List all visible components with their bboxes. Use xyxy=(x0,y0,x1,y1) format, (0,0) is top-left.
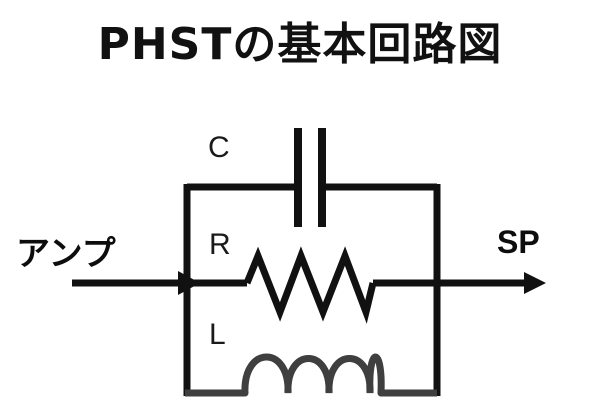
capacitor-icon xyxy=(294,128,326,227)
capacitor-branch xyxy=(187,128,437,227)
output-label: SP xyxy=(497,224,540,260)
inductor-branch xyxy=(187,353,437,397)
input-label: アンプ xyxy=(16,234,116,274)
page-title: PHSTの基本回路図 xyxy=(97,19,503,70)
capacitor-label: C xyxy=(208,131,230,164)
resistor-branch xyxy=(187,246,437,324)
resistor-label: R xyxy=(209,228,231,261)
inductor-icon xyxy=(241,353,385,397)
output-arrow-icon xyxy=(437,272,546,294)
inductor-label: L xyxy=(209,318,226,351)
resistor-icon xyxy=(243,246,377,324)
